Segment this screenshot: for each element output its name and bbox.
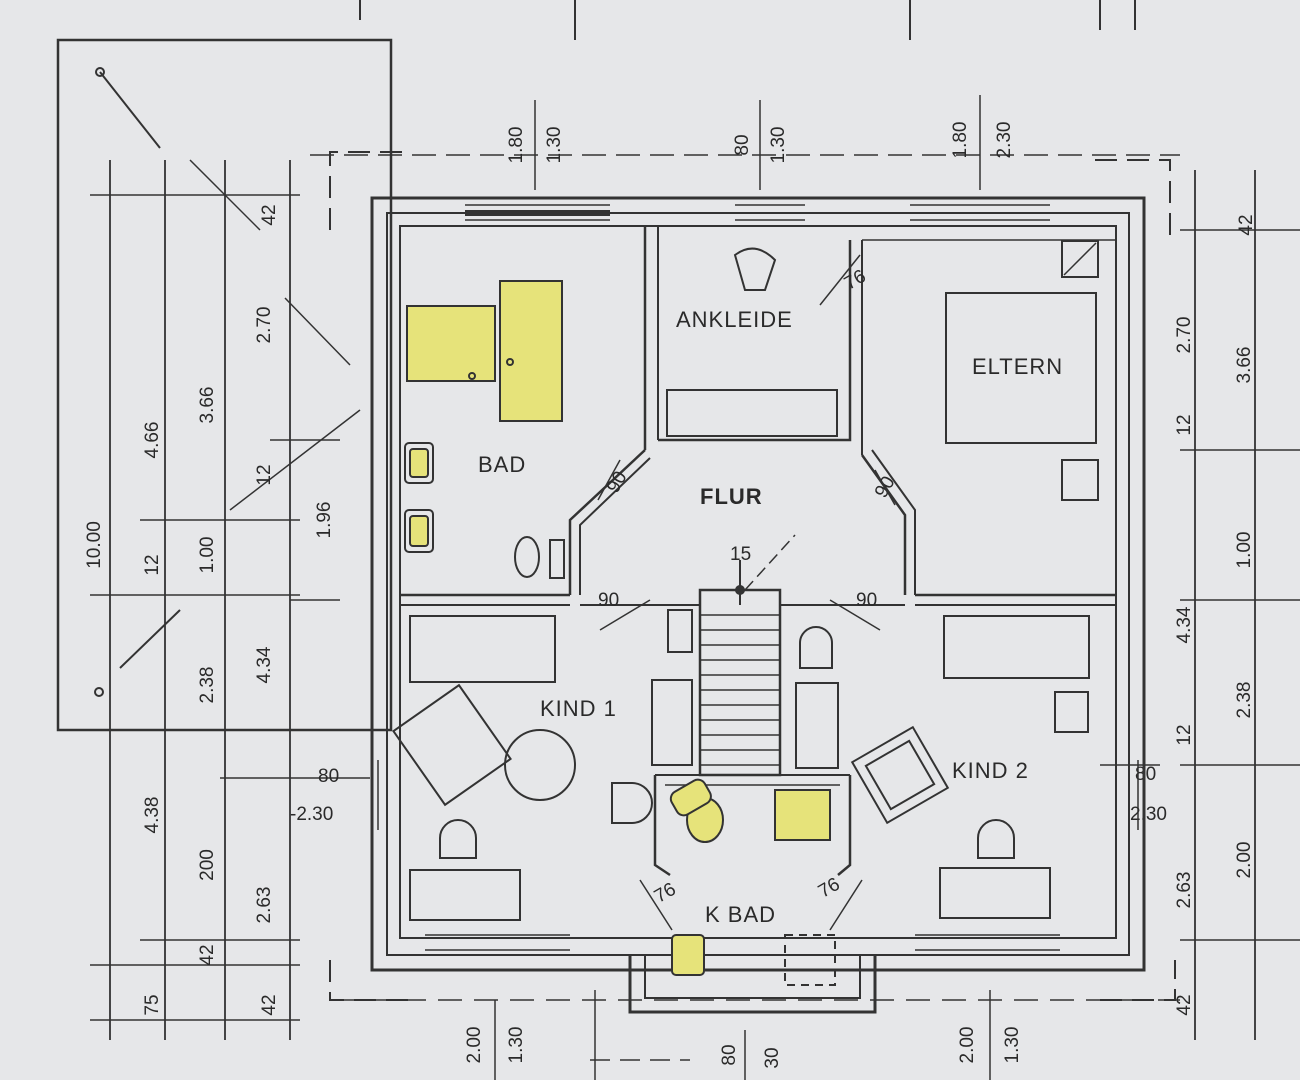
dim-a4: 75 [142, 994, 163, 1015]
kbad-fixtures [669, 778, 836, 986]
bathroom-fixtures [404, 280, 565, 579]
bedroom-furniture [666, 240, 1099, 501]
dim-b2: 1.00 [197, 537, 218, 574]
dim-a2: 12 [142, 554, 163, 575]
left-dimension-labels: 10.00 4.66 12 4.38 75 3.66 1.00 2.38 200… [84, 204, 339, 1015]
dim-c7: 42 [259, 994, 280, 1015]
dim-right-r5: 2.63 [1174, 872, 1195, 909]
top-dimension-lines [310, 0, 1180, 156]
top-dimension-labels: 1.80 1.30 80 1.30 1.80 2.30 [506, 95, 1015, 190]
label-eltern: ELTERN [972, 354, 1063, 379]
label-kind1: KIND 1 [540, 696, 617, 721]
dim-b3: 2.38 [197, 667, 218, 704]
dim-right-window-top: 80 [1135, 764, 1156, 785]
dim-c2: 12 [254, 464, 275, 485]
washbasin-2 [404, 509, 434, 553]
bottom-dimension-labels: 2.00 1.30 80 30 2.00 1.30 [464, 1000, 1023, 1080]
dim-flur-left: 90 [598, 590, 619, 611]
label-bad: BAD [478, 452, 526, 477]
dim-top-w3-bot: 2.30 [994, 122, 1015, 159]
dim-top-w3-top: 1.80 [950, 122, 971, 159]
dim-a3: 4.38 [142, 797, 163, 834]
dim-right-r7: 42 [1174, 994, 1195, 1015]
dim-b1: 3.66 [197, 387, 218, 424]
label-kbad: K BAD [705, 902, 776, 927]
dim-right-s2: 1.00 [1234, 532, 1255, 569]
dim-top-w2-top: 80 [732, 134, 753, 155]
room-labels: BAD ANKLEIDE ELTERN FLUR KIND 1 KIND 2 K… [478, 307, 1063, 927]
roof-overhang-lines [329, 151, 1176, 1001]
staircase [700, 560, 780, 766]
dim-right-r6: 42 [1236, 214, 1257, 235]
dim-b4: 200 [197, 849, 218, 881]
label-ankleide: ANKLEIDE [676, 307, 793, 332]
dim-bottom-w3-bot: 1.30 [1002, 1027, 1023, 1064]
kbad-shower [774, 789, 831, 841]
left-dimension-lines [90, 160, 370, 1040]
dim-c3: 4.34 [254, 646, 275, 683]
toilet [514, 536, 540, 578]
dim-right-r2: 12 [1174, 414, 1195, 435]
dim-right-r1: 2.70 [1174, 317, 1195, 354]
dim-left-window-bottom: -2.30 [290, 804, 333, 825]
dim-flur-right: 90 [856, 590, 877, 611]
washbasin-1 [404, 442, 434, 484]
dim-kbad-right: 76 [815, 874, 844, 903]
door-dimensions: 90 90 90 90 76 15 76 76 [597, 254, 900, 931]
dim-c4: 2.63 [254, 887, 275, 924]
dim-top-w1-top: 1.80 [506, 127, 527, 164]
dim-ankleide-door: 76 [841, 266, 870, 295]
dim-right-s4: 2.00 [1234, 842, 1255, 879]
right-dimension-lines [1100, 170, 1300, 1040]
kind1-furniture [392, 615, 693, 921]
kind2-furniture [667, 609, 1090, 919]
dim-bottom-w2-top: 80 [719, 1044, 740, 1065]
dim-bottom-w2-bot: 30 [762, 1047, 783, 1068]
dim-c6: 42 [259, 204, 280, 225]
double-bed [945, 292, 1097, 444]
dim-bottom-w1-top: 2.00 [464, 1027, 485, 1064]
shower-tray [499, 280, 563, 422]
bathtub [406, 305, 496, 382]
dim-right-s3: 2.38 [1234, 682, 1255, 719]
round-table [504, 729, 576, 801]
dim-b5: 42 [197, 944, 218, 965]
right-dimension-labels: 2.70 12 4.34 12 2.63 42 42 3.66 1.00 2.3… [1130, 214, 1257, 1015]
kbad-washbasin [671, 934, 705, 976]
dim-top-w2-bot: 1.30 [768, 127, 789, 164]
dim-left-window-top: 80 [318, 766, 339, 787]
dim-d1: 1.96 [314, 502, 335, 539]
dim-top-w1-bot: 1.30 [544, 127, 565, 164]
label-kind2: KIND 2 [952, 758, 1029, 783]
exterior-walls [370, 196, 1146, 1014]
dim-bottom-w1-bot: 1.30 [506, 1027, 527, 1064]
dim-total-height: 10.00 [84, 521, 105, 569]
dim-stair: 15 [730, 544, 751, 565]
dim-right-window-bottom: 2.30 [1130, 804, 1167, 825]
label-flur: FLUR [700, 484, 763, 509]
dim-right-s1: 3.66 [1234, 347, 1255, 384]
dim-bottom-w3-top: 2.00 [957, 1027, 978, 1064]
dim-right-r3: 4.34 [1174, 606, 1195, 643]
dim-a1: 4.66 [142, 422, 163, 459]
dim-c1: 2.70 [254, 307, 275, 344]
bottom-dimension-lines [330, 990, 1180, 1080]
dim-right-r4: 12 [1174, 724, 1195, 745]
